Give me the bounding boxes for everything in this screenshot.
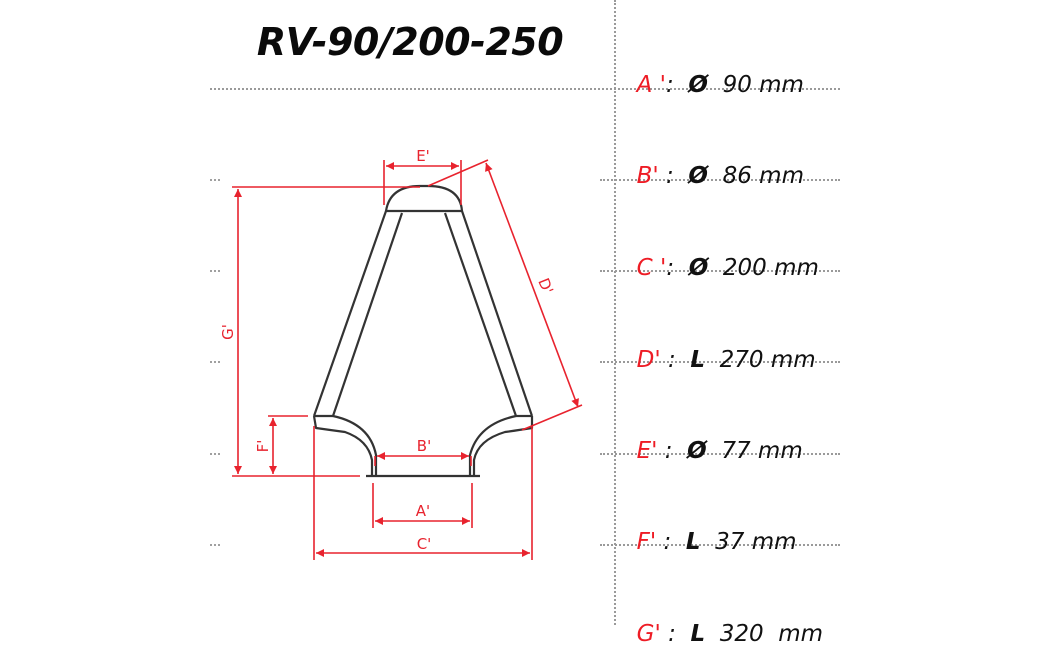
part-outline — [312, 184, 534, 478]
product-title: RV-90/200-250 — [256, 20, 564, 64]
row-divider — [600, 179, 840, 181]
row-divider-stub — [210, 361, 220, 363]
spec-value: 86 mm — [722, 163, 804, 189]
spec-value: 37 mm — [715, 529, 797, 555]
row-divider-stub — [210, 270, 220, 272]
row-divider — [600, 361, 840, 363]
length-icon: L — [690, 347, 706, 373]
spec-value: 77 mm — [721, 438, 803, 464]
length-icon: L — [685, 529, 701, 555]
spec-row-b: B' : Ø 86 mm — [636, 163, 804, 189]
label-A: A' — [416, 502, 430, 520]
spec-row-d: D' : L 270 mm — [636, 347, 816, 373]
diameter-icon: Ø — [687, 438, 707, 464]
row-divider-stub — [210, 179, 220, 181]
row-divider — [210, 88, 840, 90]
spec-key: C ' — [636, 255, 667, 281]
label-F: F' — [254, 440, 272, 453]
spec-key: E' — [636, 438, 658, 464]
spec-key: A ' — [636, 72, 666, 98]
label-B: B' — [417, 437, 431, 455]
row-divider-stub — [210, 544, 220, 546]
spec-value: 200 mm — [722, 255, 819, 281]
label-D: D' — [534, 275, 557, 296]
spec-row-g: G' : L 320 mm — [636, 621, 824, 647]
row-divider-stub — [210, 453, 220, 455]
column-divider — [614, 0, 616, 625]
dimension-lines — [232, 159, 583, 560]
spec-row-c: C ': Ø 200 mm — [636, 255, 819, 281]
row-divider — [600, 544, 840, 546]
spec-row-e: E' : Ø 77 mm — [636, 438, 803, 464]
label-E: E' — [416, 147, 430, 165]
spec-key: D' — [636, 347, 661, 373]
row-divider — [600, 270, 840, 272]
diameter-icon: Ø — [688, 72, 708, 98]
diameter-icon: Ø — [688, 255, 709, 281]
spec-key: B' — [636, 163, 659, 189]
label-G: G' — [219, 324, 237, 340]
spec-key: F' — [636, 529, 657, 555]
spec-row-f: F' : L 37 mm — [636, 529, 797, 555]
spec-row-a: A ': Ø 90 mm — [636, 72, 804, 98]
diameter-icon: Ø — [688, 163, 708, 189]
spec-value: 90 mm — [722, 72, 804, 98]
spec-value: 270 mm — [719, 347, 816, 373]
label-C: C' — [417, 535, 432, 553]
technical-drawing: E' G' F' D' B' A' C' — [219, 147, 583, 560]
row-divider — [600, 453, 840, 455]
